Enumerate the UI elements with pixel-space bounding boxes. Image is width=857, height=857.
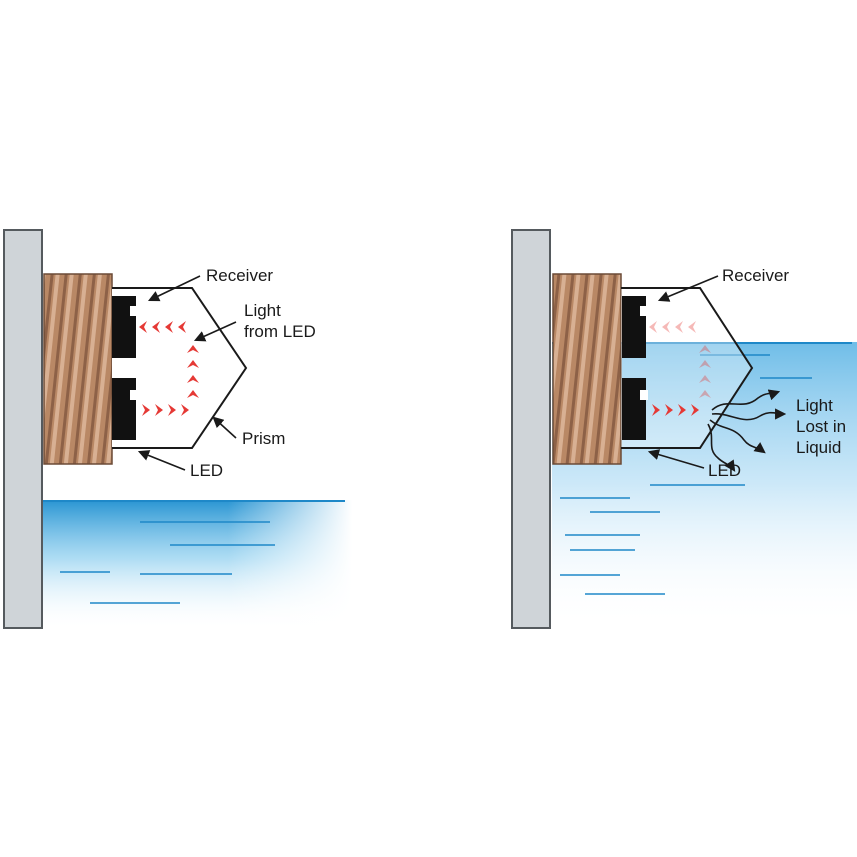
- receiver-label-right: Receiver: [722, 266, 789, 285]
- receiver-block-right: [622, 296, 646, 358]
- panel-dry: Receiver Light from LED Prism LED: [3, 229, 352, 630]
- callouts-right: [647, 275, 719, 469]
- led-block-left: [112, 378, 136, 440]
- led-label-right: LED: [708, 461, 741, 480]
- prism-label: Prism: [242, 429, 285, 448]
- callouts-left: [137, 275, 237, 471]
- receiver-label-left: Receiver: [206, 266, 273, 285]
- tank-wall-left: [3, 229, 43, 629]
- liquid-left: [42, 500, 352, 630]
- lost-label-line1: Light: [796, 396, 833, 415]
- led-label-left: LED: [190, 461, 223, 480]
- tank-wall-right: [511, 229, 551, 629]
- light-escape-arrows: [707, 389, 787, 472]
- light-label-line1: Light: [244, 301, 281, 320]
- receiver-block-left: [112, 296, 136, 358]
- threaded-body-right: [552, 273, 622, 465]
- lost-label-line2: Lost in: [796, 417, 846, 436]
- panel-submerged: Receiver Light Lost in Liquid LED: [511, 229, 857, 629]
- lost-label-line3: Liquid: [796, 438, 841, 457]
- led-block-right: [622, 378, 646, 440]
- light-label-line2: from LED: [244, 322, 316, 341]
- threaded-body-left: [43, 273, 113, 465]
